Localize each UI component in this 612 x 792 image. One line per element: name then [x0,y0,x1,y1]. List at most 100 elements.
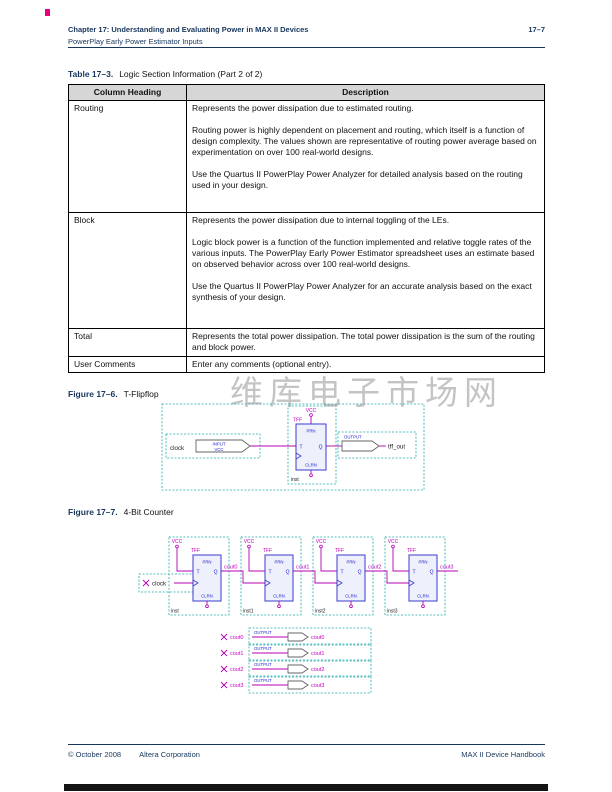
tff-block [336,554,366,602]
bottom-bar [64,784,548,791]
prn-port-label: PRN [418,560,427,565]
figure6-caption: Figure 17–6.T-Flipflop [68,389,159,399]
input-type-label: INPUT [213,442,226,447]
chain-wires [221,570,458,584]
page-header: Chapter 17: Understanding and Evaluating… [68,25,545,46]
output-row-3: cout3 OUTPUT cout3 [220,678,324,690]
clrn-port-label: CLRN [417,594,429,599]
net-label: cout0 [230,635,243,641]
instance-label: inst3 [387,609,398,615]
vcc-node-icon [247,544,251,549]
prn-port-label: PRN [306,429,315,434]
watermark-text: 维库电子市场网 [230,374,503,411]
port-label: cout2 [311,667,324,673]
wire-label: cout2 [368,565,381,571]
tff-block [295,423,327,471]
tff-type-label: TFF [293,418,302,424]
clrn-port-label: CLRN [201,594,213,599]
t-port-label: T [300,445,303,451]
table-row-user-comments: User Comments Enter any comments (option… [68,356,545,373]
vcc-node-icon [319,544,323,549]
tff-block [192,554,222,602]
q-port-label: Q [214,570,218,576]
q-port-label: Q [286,570,290,576]
description-paragraph: Logic block power is a function of the f… [192,237,535,269]
clrn-port-label: CLRN [345,594,357,599]
vcc-node-icon [391,544,395,549]
schematic-dashed-boxes [138,536,446,694]
q-port-label: Q [319,445,323,451]
row-description: Represents the total power dissipation. … [186,328,545,357]
clock-chevron-icon [264,579,271,587]
schematic-wires [250,416,386,474]
clock-input: clock [142,579,193,588]
instance-label: inst1 [243,609,254,615]
table-caption-text: Logic Section Information (Part 2 of 2) [119,69,263,79]
company-name: Altera Corporation [139,750,200,759]
vcc-node-icon [175,544,179,549]
description-paragraph: Enter any comments (optional entry). [192,359,332,369]
output-buffer-symbol [287,648,309,658]
counter-schematic: clock cout0 cout1 cout2 cout3 VCC TFF PR… [138,536,458,694]
port-label: cout3 [311,683,324,689]
row-heading: Routing [68,100,187,213]
schematic-dashed-boxes [161,403,425,491]
description-paragraph: Represents the power dissipation due to … [192,103,414,113]
table-row-routing: Routing Represents the power dissipation… [68,100,545,213]
footer-rule [68,744,545,745]
t-port-label: T [269,570,272,576]
tff-type-label: TFF [407,548,416,554]
output-row-0: cout0 OUTPUT cout0 [220,630,324,642]
row-heading: Block [68,212,187,329]
row-heading: User Comments [68,356,187,373]
output-type-label: OUTPUT [254,646,272,651]
clrn-port-label: CLRN [273,594,285,599]
output-buffer-symbol [287,664,309,674]
clock-pin-label: clock [170,445,185,452]
output-type-label: OUTPUT [254,662,272,667]
vcc-label: VCC [306,408,317,414]
clrn-port-label: CLRN [305,463,317,468]
description-paragraph: Use the Quartus II PowerPlay Power Analy… [192,281,532,302]
table-row-block: Block Represents the power dissipation d… [68,212,545,329]
output-buffer-symbol [341,440,380,452]
page-mark [45,9,50,16]
handbook-title: MAX II Device Handbook [461,750,545,759]
vcc-label: VCC [244,539,255,545]
prn-port-label: PRN [274,560,283,565]
input-level-label: VCC [214,447,223,452]
row-heading: Total [68,328,187,357]
figure7-caption-label: Figure 17–7. [68,507,118,517]
clrn-node-icon [421,604,425,609]
table-caption-label: Table 17–3. [68,69,114,79]
instance-label: inst2 [315,609,326,615]
q-port-label: Q [358,570,362,576]
description-header: Description [186,84,545,101]
output-type-label: OUTPUT [254,678,272,683]
output-row-1: cout1 OUTPUT cout1 [220,646,324,658]
table-header-row: Column Heading Description [68,84,545,101]
row-description: Enter any comments (optional entry). [186,356,545,373]
clrn-node-icon [309,473,313,478]
wire-label: cout0 [224,565,237,571]
wire-label: cout1 [296,565,309,571]
net-label: cout1 [230,651,243,657]
output-type-label: OUTPUT [254,630,272,635]
net-label: cout3 [230,683,243,689]
vcc-label: VCC [316,539,327,545]
instance-label: inst [291,477,299,483]
tff-stage-1: VCC TFF PRN T Q CLRN inst1 [243,539,294,615]
prn-port-label: PRN [346,560,355,565]
instance-label: inst [171,609,179,615]
input-pin-symbol [195,439,251,453]
clrn-node-icon [277,604,281,609]
vcc-node-icon [309,413,313,417]
clock-chevron-icon [295,452,302,460]
t-port-label: T [197,570,200,576]
clock-pin-label: clock [152,581,167,588]
tff-type-label: TFF [191,548,200,554]
page-footer: © October 2008 Altera Corporation MAX II… [68,750,545,759]
t-port-label: T [341,570,344,576]
tff-stage-2: VCC TFF PRN T Q CLRN inst2 [315,539,366,615]
